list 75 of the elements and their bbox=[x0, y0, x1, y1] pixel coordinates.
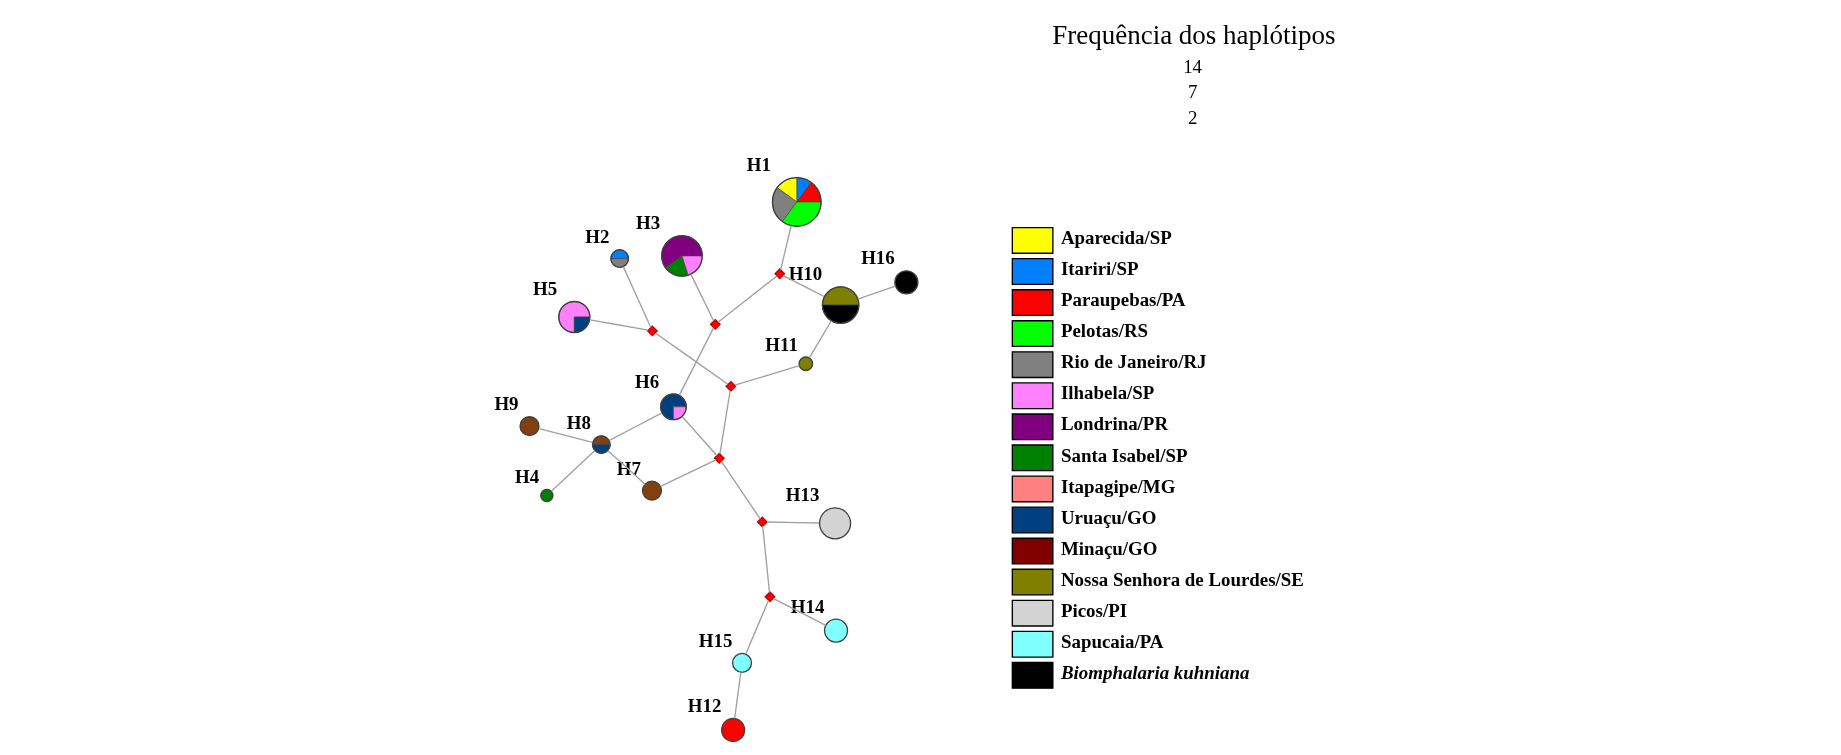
connector bbox=[808, 320, 832, 359]
legend-label: Ilhabela/SP bbox=[1060, 382, 1155, 404]
node-label: H3 bbox=[636, 212, 661, 234]
node-label: H2 bbox=[585, 226, 610, 248]
legend-label: Uruaçu/GO bbox=[1060, 506, 1157, 528]
node-circle bbox=[540, 488, 554, 503]
legend-label: Picos/PI bbox=[1060, 599, 1128, 621]
node-circle bbox=[641, 480, 663, 501]
node-label: H10 bbox=[788, 263, 823, 285]
connector bbox=[681, 416, 718, 457]
node-diamond bbox=[713, 452, 725, 464]
node-label: H7 bbox=[616, 457, 641, 479]
connector bbox=[538, 427, 594, 444]
connector bbox=[772, 597, 827, 626]
node-diamond bbox=[756, 516, 768, 528]
node-label: H9 bbox=[494, 393, 519, 415]
node-circle bbox=[798, 356, 814, 372]
legend-label: Rio de Janeiro/RJ bbox=[1060, 351, 1207, 373]
connector bbox=[766, 521, 820, 524]
node-label: H5 bbox=[533, 278, 558, 300]
node-circle bbox=[519, 416, 540, 437]
legend-label: Minaçu/GO bbox=[1060, 537, 1158, 559]
connector bbox=[717, 275, 778, 323]
node-diamond bbox=[725, 380, 737, 392]
label: Frequência dos haplótipos bbox=[1052, 19, 1336, 50]
node-label: H4 bbox=[515, 465, 540, 487]
node-label: H16 bbox=[861, 247, 895, 269]
connector bbox=[734, 365, 800, 386]
node-label: H11 bbox=[765, 333, 798, 355]
connector bbox=[589, 319, 649, 331]
connector bbox=[690, 273, 715, 322]
node-label: H12 bbox=[687, 695, 722, 717]
node-label: H1 bbox=[746, 154, 771, 176]
legend-label: Paraupebas/PA bbox=[1060, 289, 1186, 311]
label: 14 bbox=[1183, 55, 1203, 77]
connector bbox=[608, 412, 663, 442]
label: 7 bbox=[1187, 81, 1198, 103]
legend-label: Biomphalaria kuhniana bbox=[1060, 661, 1250, 683]
connector bbox=[719, 389, 731, 455]
connector bbox=[782, 274, 825, 298]
node-circle bbox=[720, 717, 746, 743]
node-circle bbox=[894, 270, 919, 295]
connector bbox=[857, 285, 897, 300]
connector bbox=[607, 450, 646, 485]
node-diamond bbox=[709, 318, 721, 331]
connector bbox=[659, 459, 717, 488]
node-label: H6 bbox=[634, 370, 660, 392]
node-circle bbox=[823, 618, 849, 643]
connector bbox=[780, 225, 792, 271]
legend-label: Sapucaia/PA bbox=[1060, 630, 1164, 652]
connector bbox=[678, 327, 715, 396]
node-label: H14 bbox=[790, 595, 825, 617]
connector bbox=[762, 525, 771, 594]
connector bbox=[550, 450, 596, 492]
label: 2 bbox=[1187, 106, 1198, 128]
node-circle bbox=[731, 652, 753, 674]
connector bbox=[745, 599, 770, 655]
node-diamond bbox=[774, 268, 786, 280]
connector bbox=[720, 460, 761, 520]
connector bbox=[655, 332, 729, 385]
node-label: H13 bbox=[785, 484, 820, 506]
node-label: H15 bbox=[698, 629, 733, 651]
legend-label: Londrina/PR bbox=[1060, 413, 1169, 435]
legend-label: Pelotas/RS bbox=[1060, 320, 1149, 342]
connector bbox=[622, 266, 652, 328]
legend-label: Aparecida/SP bbox=[1060, 227, 1172, 249]
node-label: H8 bbox=[566, 412, 592, 434]
connector bbox=[734, 671, 742, 719]
legend-label: Itariri/SP bbox=[1060, 258, 1139, 280]
node-diamond bbox=[764, 591, 776, 603]
legend-label: Santa Isabel/SP bbox=[1060, 444, 1188, 466]
node-diamond bbox=[646, 325, 659, 337]
legend-label: Nossa Senhora de Lourdes/SE bbox=[1060, 568, 1304, 590]
node-circle bbox=[818, 507, 852, 540]
legend-label: Itapagipe/MG bbox=[1060, 475, 1176, 497]
